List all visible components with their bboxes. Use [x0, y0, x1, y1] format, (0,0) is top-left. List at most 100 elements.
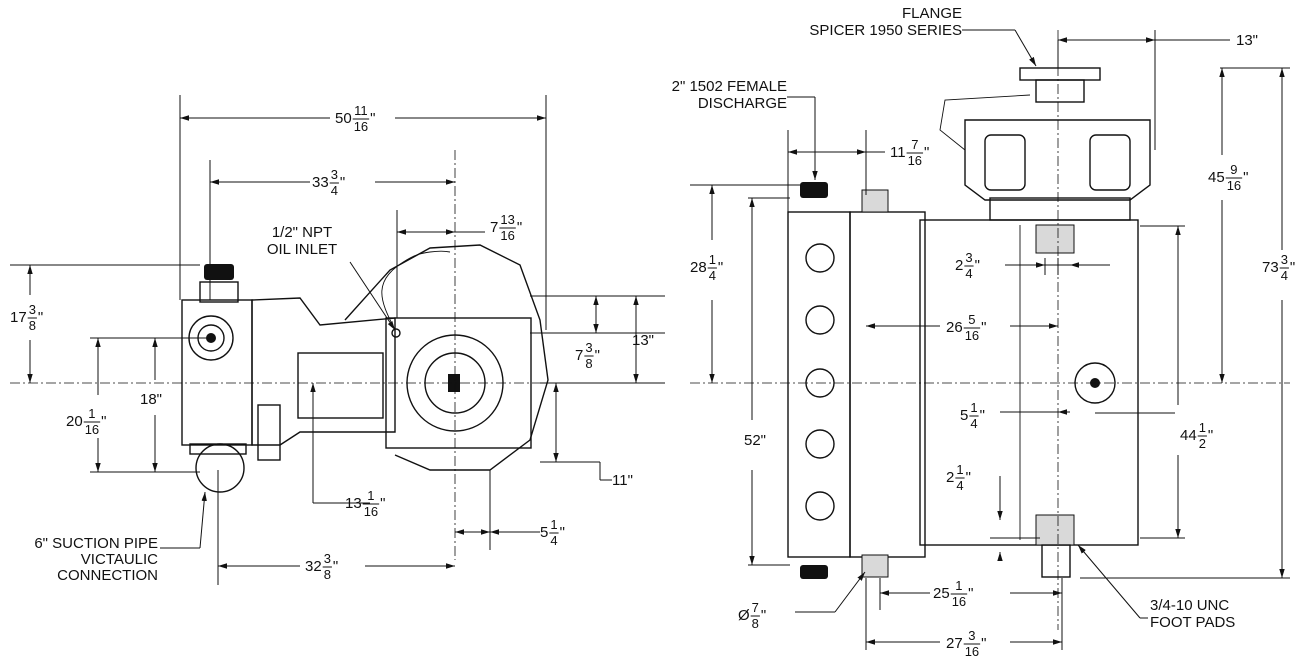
callout-line: 1/2" NPT: [272, 224, 332, 241]
dim-denominator: 16: [85, 422, 99, 437]
dim-whole: 7: [490, 219, 498, 236]
dim-unit: ": [560, 524, 565, 541]
dim-numerator: 3: [585, 340, 592, 355]
dim-numerator: 1: [955, 578, 962, 593]
dim-numerator: 13: [500, 212, 514, 227]
dim-denominator: 4: [965, 266, 972, 281]
dim-whole: 18": [140, 391, 162, 408]
dim-whole: Ø: [738, 607, 750, 624]
dim-unit: ": [370, 110, 375, 127]
dim-denominator: 4: [956, 478, 963, 493]
dim-numerator: 3: [965, 250, 972, 265]
dim-unit: ": [981, 635, 986, 652]
dim-denominator: 2: [1199, 436, 1206, 451]
discharge-adapter: [199, 281, 239, 303]
dim-unit: ": [981, 319, 986, 336]
dim-denominator: 8: [752, 616, 759, 631]
dim-label-d-13-side: 13": [632, 332, 654, 349]
dim-numerator: 3: [1281, 252, 1288, 267]
flange: [1019, 67, 1101, 81]
callout-line: 6" SUCTION PIPE: [34, 535, 158, 552]
dim-numerator: 3: [331, 167, 338, 182]
dim-whole: 26: [946, 319, 963, 336]
dim-unit: ": [975, 257, 980, 274]
valve-cover-5: [805, 491, 835, 521]
dim-numerator: 1: [709, 252, 716, 267]
dim-unit: ": [333, 558, 338, 575]
valve-cover-4: [805, 429, 835, 459]
dim-whole: 45: [1208, 169, 1225, 186]
dim-denominator: 4: [709, 268, 716, 283]
dim-whole: 25: [933, 585, 950, 602]
dim-unit: ": [595, 347, 600, 364]
callout-line: FLANGE: [902, 5, 962, 22]
dim-whole: 73: [1262, 259, 1279, 276]
dim-whole: 52": [744, 432, 766, 449]
dim-label-d-11: 11": [612, 472, 633, 489]
valve-cover-2: [805, 305, 835, 335]
oil-line: [381, 250, 451, 331]
dim-unit: ": [38, 309, 43, 326]
dim-denominator: 16: [364, 504, 378, 519]
dim-denominator: 16: [354, 119, 368, 134]
dim-denominator: 16: [965, 328, 979, 343]
callout-line: DISCHARGE: [698, 95, 787, 112]
dim-whole: 5: [540, 524, 548, 541]
gear-housing: [344, 244, 549, 471]
dim-denominator: 16: [1227, 178, 1241, 193]
dim-numerator: 3: [324, 551, 331, 566]
dim-unit: ": [340, 174, 345, 191]
leader-line: [199, 491, 207, 549]
mount-pad-top: [861, 189, 889, 213]
dim-whole: 5: [960, 407, 968, 424]
dim-unit: ": [380, 495, 385, 512]
dimension-lines: [10, 29, 1290, 650]
power-end-frame: [919, 219, 1139, 546]
dim-unit: ": [101, 413, 106, 430]
dim-denominator: 8: [29, 318, 36, 333]
dim-denominator: 16: [952, 594, 966, 609]
foot-pad-top: [1035, 224, 1075, 254]
dim-unit: ": [980, 407, 985, 424]
dim-numerator: 3: [29, 302, 36, 317]
fluid-end-body: [849, 211, 926, 558]
dim-denominator: 4: [550, 533, 557, 548]
suction-pipe: [195, 443, 245, 493]
dim-denominator: 16: [500, 228, 514, 243]
dim-whole: 13": [1236, 32, 1258, 49]
inspection-cover: [297, 352, 384, 419]
top-view: [690, 30, 1290, 630]
dim-whole: 28: [690, 259, 707, 276]
dim-whole: 2: [946, 469, 954, 486]
foot-pad-bottom: [1035, 514, 1075, 546]
dim-denominator: 16: [908, 153, 922, 168]
side-view: [10, 150, 660, 560]
dim-unit: ": [966, 469, 971, 486]
callout-line: CONNECTION: [57, 567, 158, 584]
dim-numerator: 1: [550, 517, 557, 532]
fluid-end-block: [181, 299, 253, 446]
fluid-end-port-hub: [206, 333, 216, 343]
suction-flange: [189, 443, 247, 455]
dim-unit: ": [517, 219, 522, 236]
dim-whole: 50: [335, 110, 352, 127]
dim-whole: 44: [1180, 427, 1197, 444]
